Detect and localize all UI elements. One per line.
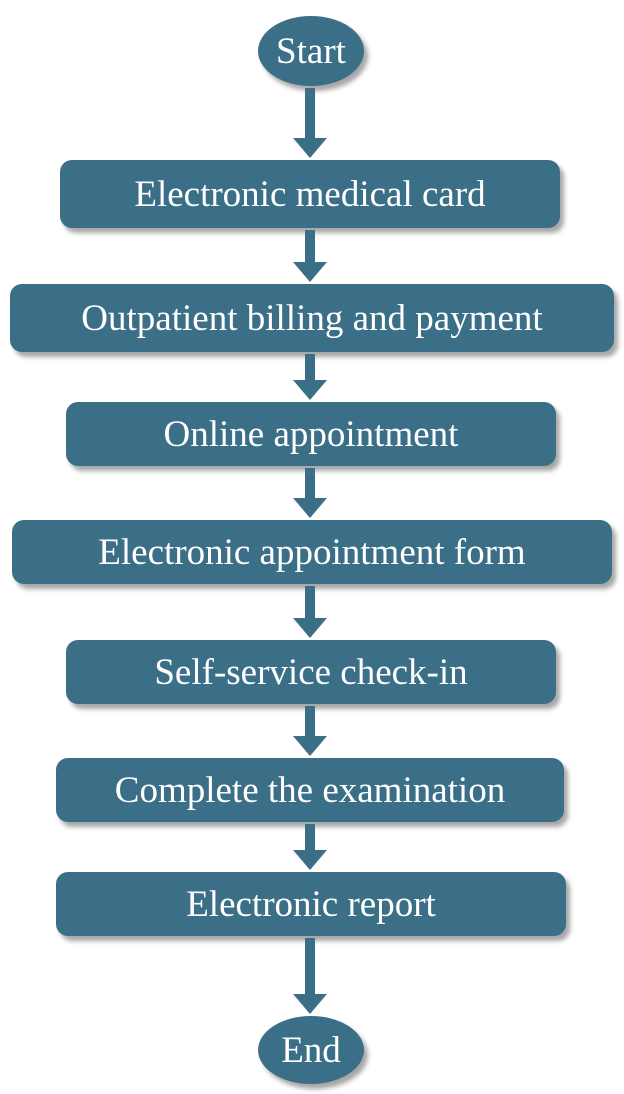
step-self-service-check-in: Self-service check-in [66, 640, 556, 704]
step-3-label: Online appointment [163, 413, 459, 455]
end-node: End [258, 1016, 364, 1084]
step-electronic-appointment-form: Electronic appointment form [12, 520, 612, 584]
arrow-step-2-to-step-3 [290, 354, 330, 400]
step-6-label: Complete the examination [114, 769, 506, 811]
step-online-appointment: Online appointment [66, 402, 556, 466]
arrow-step-3-to-step-4 [290, 468, 330, 518]
step-complete-the-examination: Complete the examination [56, 758, 564, 822]
arrow-start-to-step-1 [290, 88, 330, 158]
arrow-step-7-to-end [290, 938, 330, 1014]
step-5-label: Self-service check-in [154, 651, 468, 693]
step-1-label: Electronic medical card [134, 173, 486, 215]
step-4-label: Electronic appointment form [98, 531, 526, 573]
arrow-step-4-to-step-5 [290, 586, 330, 638]
start-node: Start [258, 16, 364, 86]
step-electronic-medical-card: Electronic medical card [60, 160, 560, 228]
start-node-label: Start [276, 30, 346, 72]
end-node-label: End [281, 1029, 341, 1071]
step-2-label: Outpatient billing and payment [81, 297, 543, 339]
arrow-step-6-to-step-7 [290, 824, 330, 870]
step-7-label: Electronic report [186, 883, 436, 925]
arrow-step-5-to-step-6 [290, 706, 330, 756]
arrow-step-1-to-step-2 [290, 230, 330, 282]
step-outpatient-billing-and-payment: Outpatient billing and payment [10, 284, 614, 352]
step-electronic-report: Electronic report [56, 872, 566, 936]
